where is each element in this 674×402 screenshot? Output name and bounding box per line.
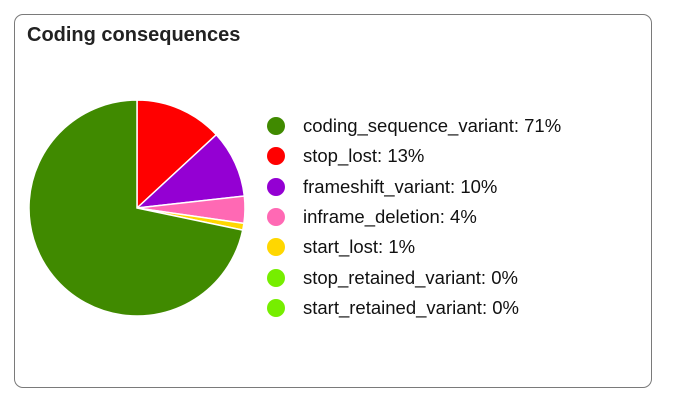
legend-label: inframe_deletion: 4%	[303, 206, 477, 228]
legend-item-inframe-deletion: inframe_deletion: 4%	[267, 202, 561, 232]
legend-swatch	[267, 238, 285, 257]
pie-chart	[28, 99, 246, 317]
legend-label: coding_sequence_variant: 71%	[303, 115, 562, 137]
panel-title: Coding consequences	[27, 24, 241, 46]
legend-swatch	[267, 117, 285, 136]
legend-label: start_lost: 1%	[303, 236, 416, 258]
legend-label: stop_lost: 13%	[303, 145, 425, 167]
legend-swatch	[267, 298, 285, 317]
legend-swatch	[267, 268, 285, 287]
chart-legend: coding_sequence_variant: 71% stop_lost: 1…	[267, 111, 561, 323]
legend-label: start_retained_variant: 0%	[303, 296, 519, 318]
legend-item-coding-sequence-variant: coding_sequence_variant: 71%	[267, 111, 561, 141]
legend-label: frameshift_variant: 10%	[303, 175, 498, 197]
legend-item-stop-lost: stop_lost: 13%	[267, 141, 561, 171]
legend-swatch	[267, 208, 285, 227]
pie-slice-coding-sequence-variant	[28, 99, 244, 317]
legend-item-start-lost: start_lost: 1%	[267, 232, 561, 262]
legend-swatch	[267, 147, 285, 166]
legend-item-frameshift-variant: frameshift_variant: 10%	[267, 172, 561, 202]
legend-label: stop_retained_variant: 0%	[303, 266, 518, 288]
legend-item-start-retained-variant: start_retained_variant: 0%	[267, 293, 561, 323]
legend-item-stop-retained-variant: stop_retained_variant: 0%	[267, 262, 561, 292]
legend-swatch	[267, 177, 285, 196]
pie-slice-stop-lost	[136, 99, 218, 210]
coding-consequences-panel: Coding consequences coding_sequence_vari…	[14, 14, 652, 388]
